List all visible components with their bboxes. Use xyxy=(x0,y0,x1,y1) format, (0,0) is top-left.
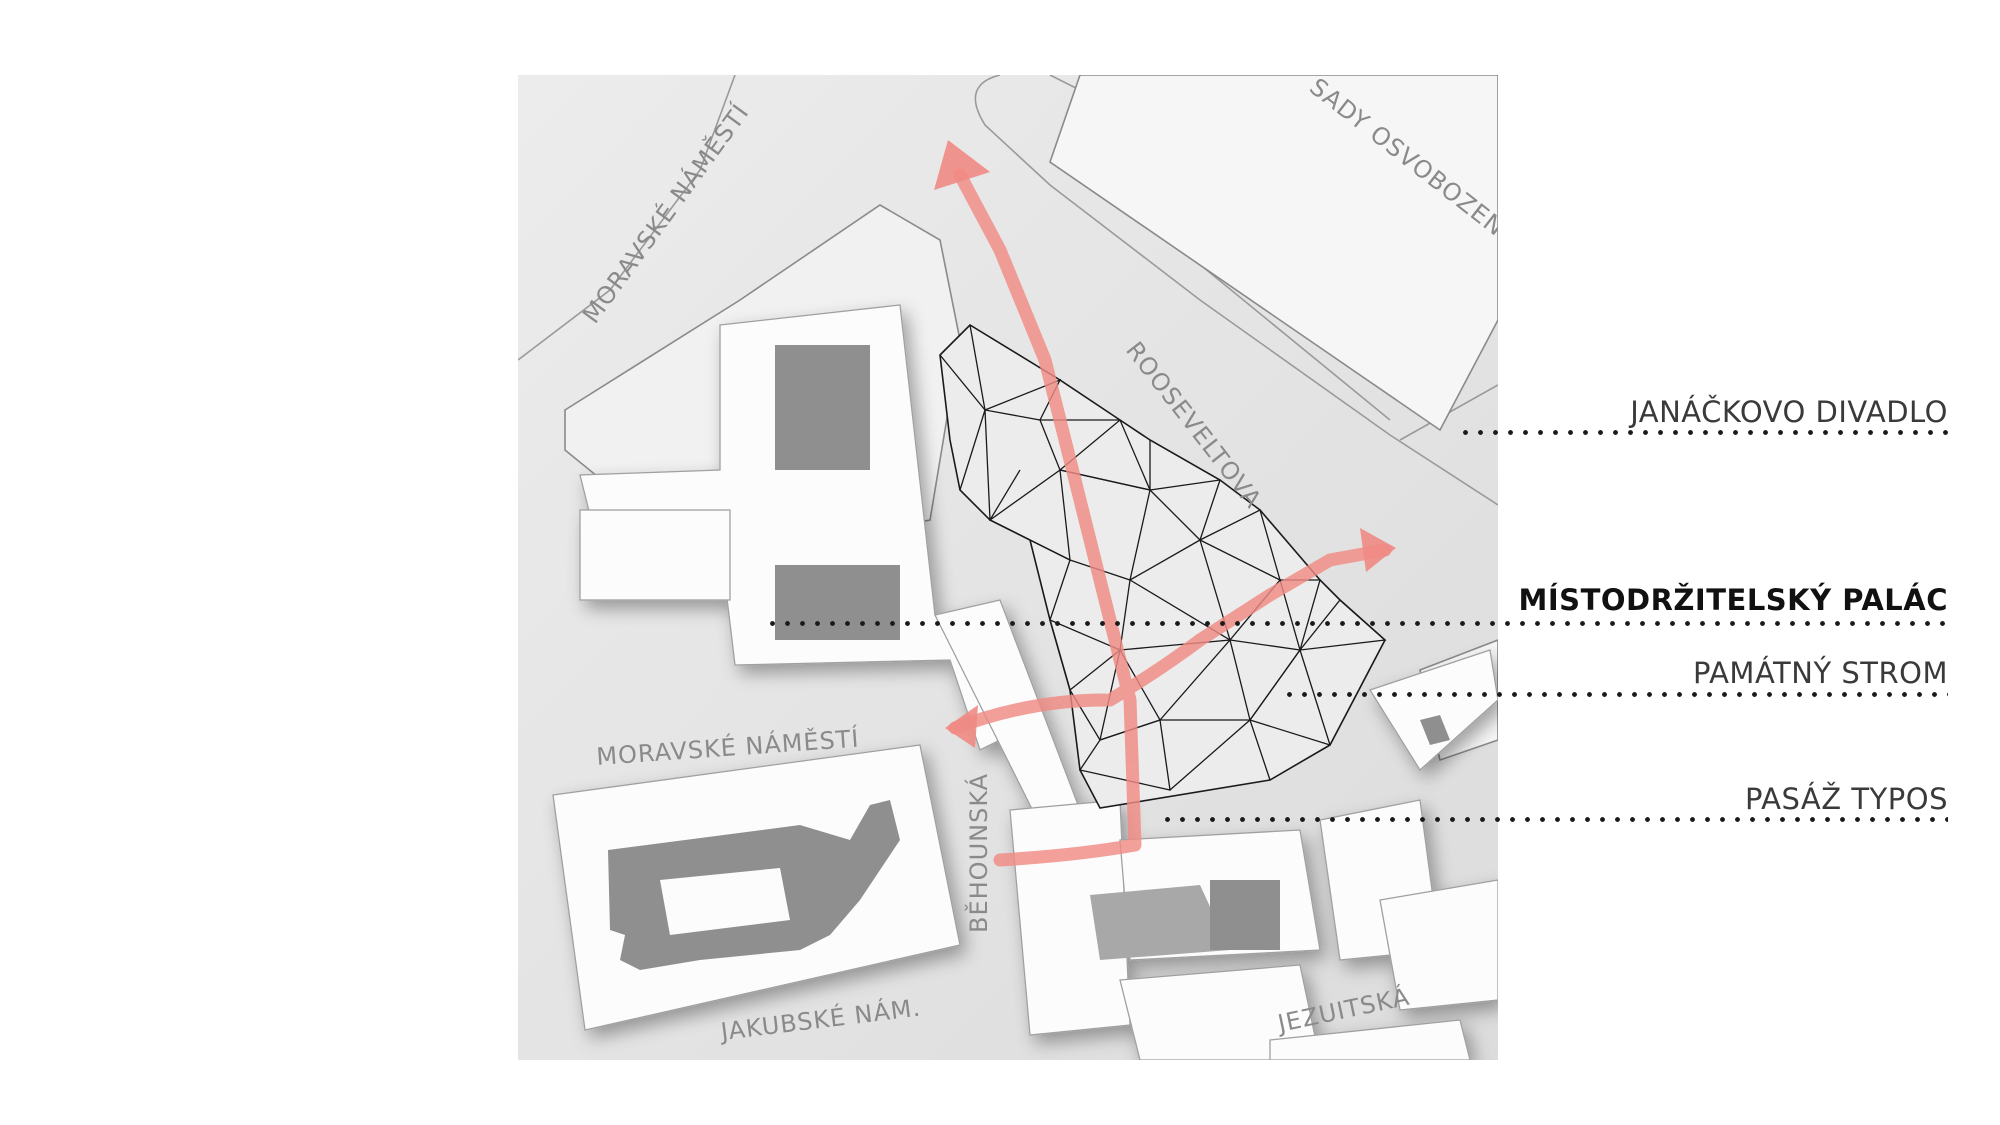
leader-line-pamatny-strom xyxy=(1282,692,1948,697)
street-label-behounska: BĚHOUNSKÁ xyxy=(964,773,993,933)
triangulated-canopy xyxy=(939,323,1387,809)
courtyards xyxy=(608,345,1450,970)
courtyard-east xyxy=(1420,715,1450,745)
route-arrowheads xyxy=(934,140,1396,748)
legend-label-janackovo-divadlo: JANÁČKOVO DIVADLO xyxy=(1630,395,1948,429)
building-jezuitska xyxy=(1119,964,1321,1060)
courtyard-south xyxy=(775,565,900,640)
leader-line-pasaz-typos xyxy=(1160,817,1948,822)
courtyard-inner xyxy=(660,868,790,935)
route-north xyxy=(953,168,1142,867)
legend-label-mistodrzitelsky-palac: MÍSTODRŽITELSKÝ PALÁC xyxy=(1518,583,1948,617)
route-west-arrowhead xyxy=(945,705,978,748)
route-northeast-arrowhead xyxy=(1360,528,1396,572)
leader-line-mistodrzitelsky-palac xyxy=(765,621,1948,626)
courtyard-north xyxy=(775,345,870,470)
map-area: MORAVSKÉ NÁMĚSTÍ SADY OSVOBOZENÍ ROOSEVE… xyxy=(518,75,1498,1060)
building-east-south xyxy=(1379,879,1498,1011)
courtyard-pasaz-2 xyxy=(1210,880,1280,950)
building-nave xyxy=(579,509,731,601)
leader-line-janackovo-divadlo xyxy=(1458,430,1948,435)
block-janackovo-divadlo xyxy=(1049,75,1498,432)
route-north-arrowhead xyxy=(934,140,990,190)
building-east-corner xyxy=(1369,649,1498,772)
courtyard-pasaz xyxy=(1090,885,1230,960)
legend-label-pasaz-typos: PASÁŽ TYPOS xyxy=(1745,782,1948,816)
building-bottom-right xyxy=(1269,1019,1471,1060)
legend-label-pamatny-strom: PAMÁTNÝ STROM xyxy=(1692,656,1948,690)
